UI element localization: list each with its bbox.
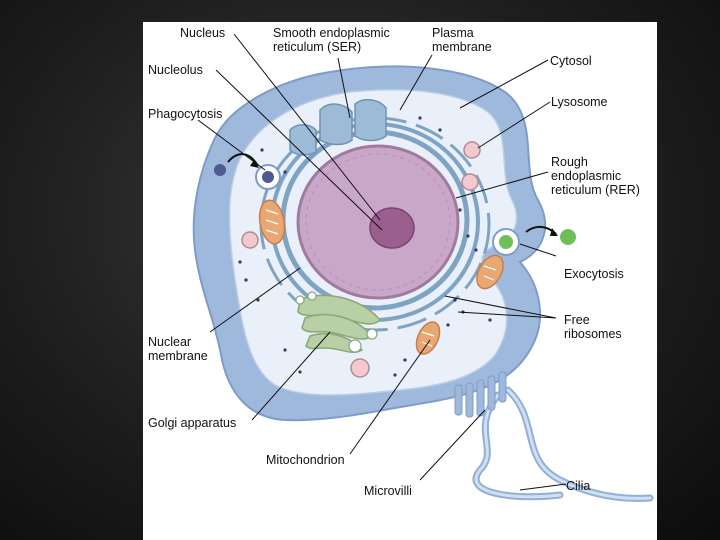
label-cytosol: Cytosol [550,54,592,68]
phagocytosis-vesicle [214,153,281,190]
label-free-ribo-line2: ribosomes [564,327,622,341]
label-rer-line3: reticulum (RER) [551,183,640,197]
label-free-ribosomes: Free ribosomes [564,313,622,341]
label-plasma-membrane: Plasma membrane [432,26,492,54]
nucleolus [369,207,415,249]
label-plasma-line2: membrane [432,40,492,54]
label-rer-line1: Rough [551,155,588,169]
label-ser-line1: Smooth endoplasmic [273,26,390,40]
label-lysosome: Lysosome [551,95,608,109]
golgi-apparatus [297,294,382,353]
leader-lines [197,33,567,491]
label-golgi: Golgi apparatus [148,416,237,430]
label-ser: Smooth endoplasmic reticulum (SER) [273,26,390,54]
label-rer: Rough endoplasmic reticulum (RER) [551,155,640,197]
label-cilia: Cilia [566,479,591,493]
label-free-ribo-line1: Free [564,313,590,327]
label-nuclear-mem-line1: Nuclear [148,335,192,349]
label-exocytosis: Exocytosis [564,267,624,281]
label-nuclear-membrane: Nuclear membrane [148,335,208,363]
label-nuclear-mem-line2: membrane [148,349,208,363]
free-ribosomes [238,116,492,377]
label-nucleolus: Nucleolus [148,63,203,77]
label-plasma-line1: Plasma [432,26,474,40]
label-nucleus: Nucleus [180,26,226,40]
label-rer-line2: endoplasmic [551,169,622,183]
lysosomes [241,141,481,378]
label-ser-line2: reticulum (SER) [273,40,362,54]
microvilli [454,371,507,418]
label-phagocytosis: Phagocytosis [148,107,223,121]
label-microvilli: Microvilli [364,484,412,498]
exocytosis-vesicle [492,226,576,256]
label-mitochondrion: Mitochondrion [266,453,345,467]
